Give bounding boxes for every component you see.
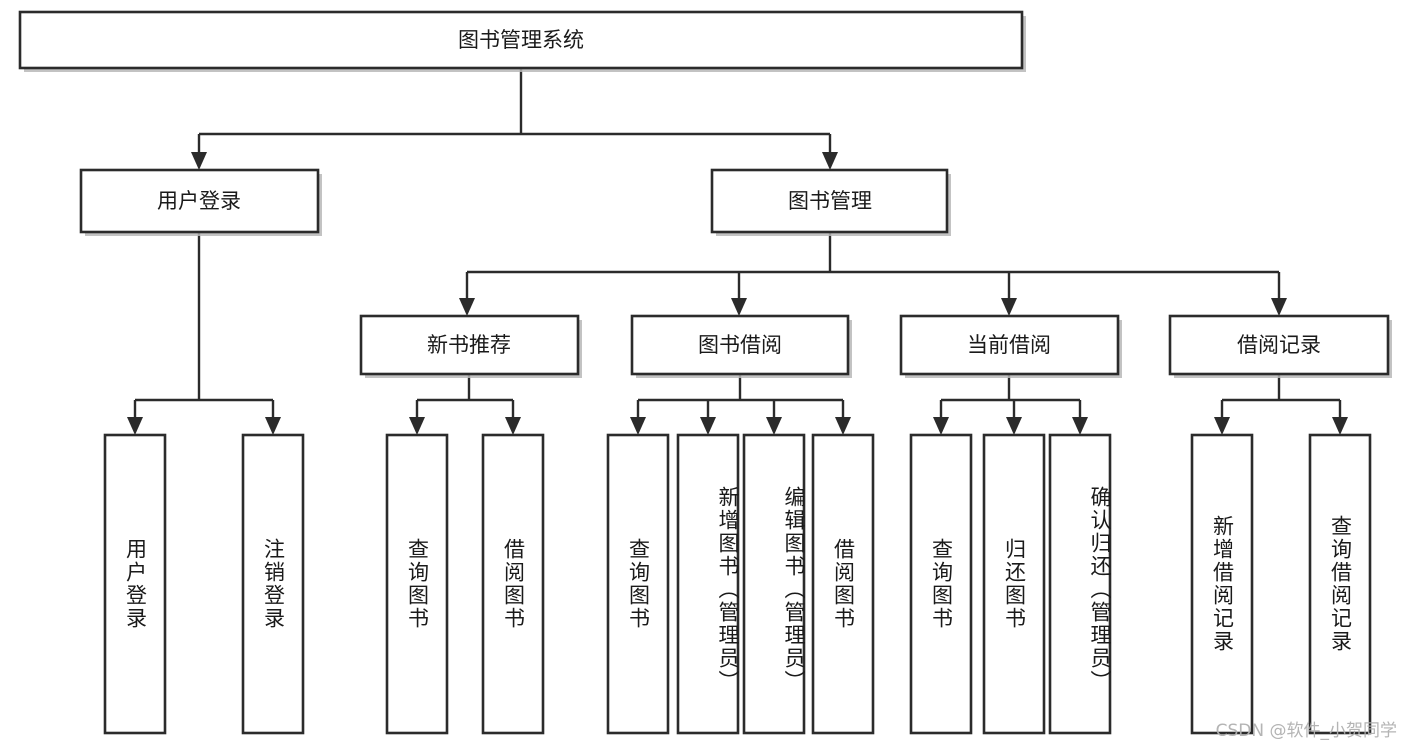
node-current-borrow-label: 当前借阅 [967, 333, 1051, 357]
arrow-to-current-borrow [1001, 298, 1017, 316]
arrow-to-leaf-cur-confirm [1072, 417, 1088, 435]
arrow-to-leaf-cur-return [1006, 417, 1022, 435]
node-root-book-management-system[interactable] [18, 10, 1024, 70]
node-leaf-rec-query[interactable] [385, 433, 449, 735]
arrow-to-leaf-rec-add [1214, 417, 1230, 435]
arrow-to-leaf-rec-search [1332, 417, 1348, 435]
node-layer: 图书管理系统 用户登录 图书管理 新书推荐 图书借阅 当前借阅 借阅记录 [18, 10, 1392, 735]
node-book-management[interactable] [710, 168, 949, 234]
arrow-to-leaf-borrow-query [630, 417, 646, 435]
node-leaf-user-login[interactable] [103, 433, 167, 735]
edge-newbookrec-bus [415, 374, 515, 417]
arrow-to-leaf-borrow-lend [835, 417, 851, 435]
node-leaf-rec-borrow[interactable] [481, 433, 545, 735]
node-user-login-label: 用户登录 [157, 189, 241, 213]
node-new-book-recommendation-label: 新书推荐 [427, 333, 511, 357]
edge-currentborrow-bus [939, 374, 1082, 417]
edge-bookmanage-bus [465, 232, 1281, 298]
arrow-to-leaf-user-logout [265, 417, 281, 435]
node-book-borrow-label: 图书借阅 [698, 333, 782, 357]
node-leaf-rec-add[interactable] [1190, 433, 1254, 735]
node-book-management-label: 图书管理 [788, 189, 872, 213]
edge-bookborrow-bus [636, 374, 845, 417]
node-leaf-borrow-query[interactable] [606, 433, 670, 735]
node-leaf-rec-search[interactable] [1308, 433, 1372, 735]
connector-layer [127, 68, 1348, 435]
node-leaf-borrow-edit[interactable] [742, 433, 806, 735]
edge-borrowrecord-bus [1220, 374, 1342, 417]
node-current-borrow[interactable] [899, 314, 1120, 376]
node-root-label: 图书管理系统 [458, 28, 584, 52]
arrow-to-borrow-record [1271, 298, 1287, 316]
node-leaf-borrow-lend[interactable] [811, 433, 875, 735]
arrow-to-leaf-borrow-edit [766, 417, 782, 435]
arrow-to-leaf-rec-query [409, 417, 425, 435]
node-new-book-recommendation[interactable] [359, 314, 580, 376]
arrow-root-to-user-login [191, 152, 207, 170]
node-leaf-cur-return[interactable] [982, 433, 1046, 735]
node-leaf-cur-confirm[interactable] [1048, 433, 1112, 735]
node-leaf-cur-query[interactable] [909, 433, 973, 735]
arrow-to-leaf-rec-borrow [505, 417, 521, 435]
arrow-to-new-book-rec [459, 298, 475, 316]
edge-root-bus [197, 68, 832, 152]
node-leaf-borrow-add[interactable] [676, 433, 740, 735]
arrow-to-leaf-user-login [127, 417, 143, 435]
edge-userlogin-bus [133, 232, 275, 417]
arrow-to-leaf-borrow-add [700, 417, 716, 435]
node-book-borrow[interactable] [630, 314, 850, 376]
node-user-login[interactable] [79, 168, 320, 234]
arrow-to-leaf-cur-query [933, 417, 949, 435]
node-borrow-record[interactable] [1168, 314, 1390, 376]
node-leaf-user-logout[interactable] [241, 433, 305, 735]
arrow-root-to-book-manage [822, 152, 838, 170]
node-borrow-record-label: 借阅记录 [1237, 333, 1321, 357]
arrow-to-book-borrow [731, 298, 747, 316]
